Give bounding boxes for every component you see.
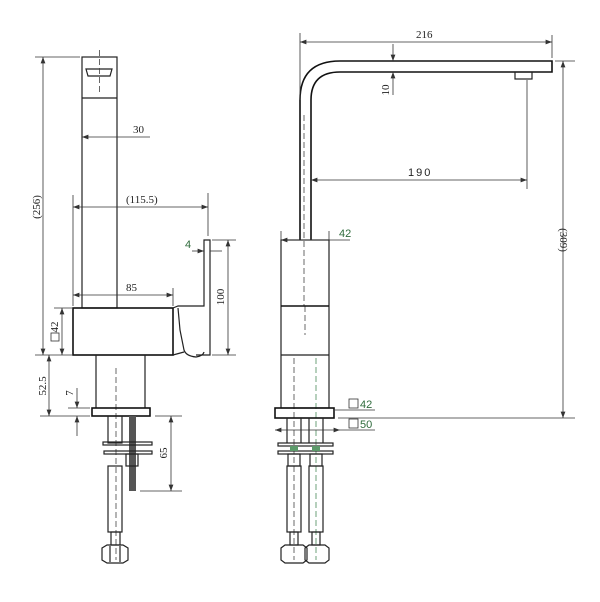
- dim-spout-reach: 216: [299, 29, 553, 100]
- dim-overall-height: (309): [338, 60, 575, 419]
- dim-rod-length: 65: [140, 415, 182, 492]
- mixer-body: [280, 239, 330, 560]
- dim-outlet-distance: 190: [311, 80, 528, 189]
- dim-label: (256): [31, 195, 43, 219]
- dim-label: 4: [185, 239, 191, 251]
- dim-label: 65: [158, 447, 170, 459]
- dim-label: 42: [360, 399, 372, 411]
- dim-handle-thickness: 4: [185, 239, 222, 254]
- dim-body-length: 85: [73, 282, 174, 306]
- dim-label: 85: [126, 282, 138, 294]
- dim-body-square: 42: [35, 307, 72, 356]
- dim-label: 10: [380, 84, 392, 96]
- square-symbol-icon: [348, 398, 359, 409]
- dim-handle-height: 100: [212, 239, 236, 356]
- dim-label: 42: [339, 228, 351, 240]
- dim-stem-height: 52.5: [37, 355, 90, 417]
- dim-label: (309): [557, 228, 569, 252]
- dim-plate-thickness: 7: [64, 388, 90, 436]
- supply-hoses: [277, 418, 334, 564]
- dim-spout-thickness: 10: [380, 44, 396, 96]
- square-symbol-icon: [348, 418, 359, 429]
- base-plate: [274, 407, 335, 419]
- spout: [299, 60, 553, 240]
- hex-nut-icon: [280, 544, 308, 564]
- dim-label: (115.5): [126, 194, 158, 206]
- mounting-hardware: [101, 415, 153, 564]
- aerator: [514, 71, 533, 80]
- dim-label: 216: [416, 29, 433, 41]
- dim-handle-reach: (115.5): [72, 193, 209, 306]
- dim-label: 100: [215, 288, 227, 305]
- mixer-body: [72, 239, 211, 560]
- dim-plate-inner: 42: [335, 398, 375, 411]
- base-plate: [91, 407, 151, 417]
- dim-spout-width: 30: [82, 124, 150, 140]
- dim-label: 7: [64, 390, 76, 396]
- spout-column: [81, 50, 118, 309]
- dim-overall-height: (256): [31, 56, 80, 355]
- hex-nut-icon: [101, 544, 129, 564]
- front-view: 216 10 190 (309) 42 42: [274, 29, 575, 564]
- dim-label: 42: [49, 322, 61, 333]
- hex-nut-icon: [304, 544, 330, 564]
- dim-body-width: 42: [280, 228, 351, 243]
- dim-plate-outer: 50: [275, 418, 375, 433]
- dim-label: 52.5: [37, 376, 49, 396]
- dim-label: 50: [360, 419, 372, 431]
- side-view: (256) 30 (115.5) 4 100 85: [31, 50, 236, 564]
- square-symbol-icon: [50, 332, 60, 342]
- dim-label: 190: [408, 167, 432, 179]
- dim-label: 30: [133, 124, 145, 136]
